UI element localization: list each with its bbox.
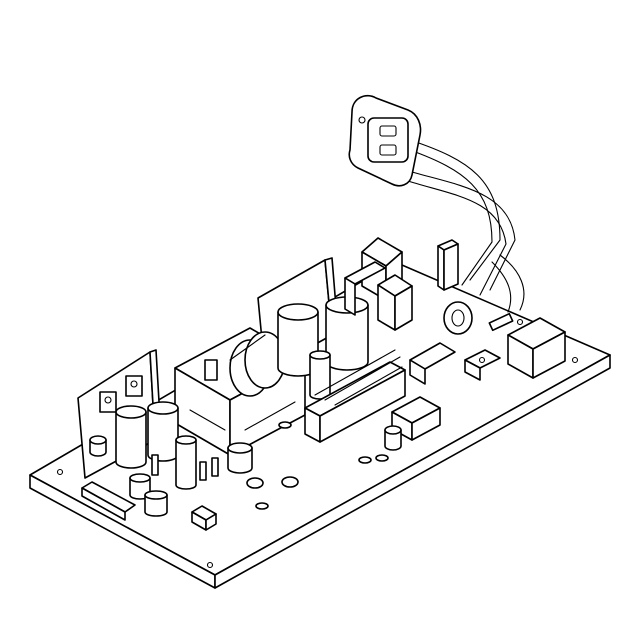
connector-header-left [81, 481, 136, 521]
transistor-to92-left [89, 435, 107, 457]
capacitor-small-1 [175, 435, 197, 490]
heatsink-rail [304, 349, 406, 443]
capacitor-small-4 [227, 442, 253, 474]
small-block [191, 505, 217, 531]
transistor-left-1 [99, 391, 117, 413]
small-transistor-right [384, 425, 402, 451]
diode-right [488, 312, 514, 332]
filter-block [344, 261, 386, 316]
transformer-coil [229, 331, 286, 397]
fuse-holder [437, 239, 459, 291]
toroid-inductor [443, 301, 473, 335]
relay [507, 317, 566, 379]
capacitor-left-2 [147, 401, 179, 462]
transistor-tab-right [464, 349, 501, 381]
capacitor-small-3 [144, 490, 168, 517]
resistor-block-right [409, 342, 456, 385]
small-components [151, 421, 389, 510]
film-capacitor [391, 396, 441, 441]
choke-coil-2 [377, 274, 413, 331]
power-cord [404, 139, 525, 313]
transistor-left-2 [125, 375, 143, 397]
capacitor-left-1 [115, 405, 147, 469]
ac-inlet [348, 94, 422, 187]
